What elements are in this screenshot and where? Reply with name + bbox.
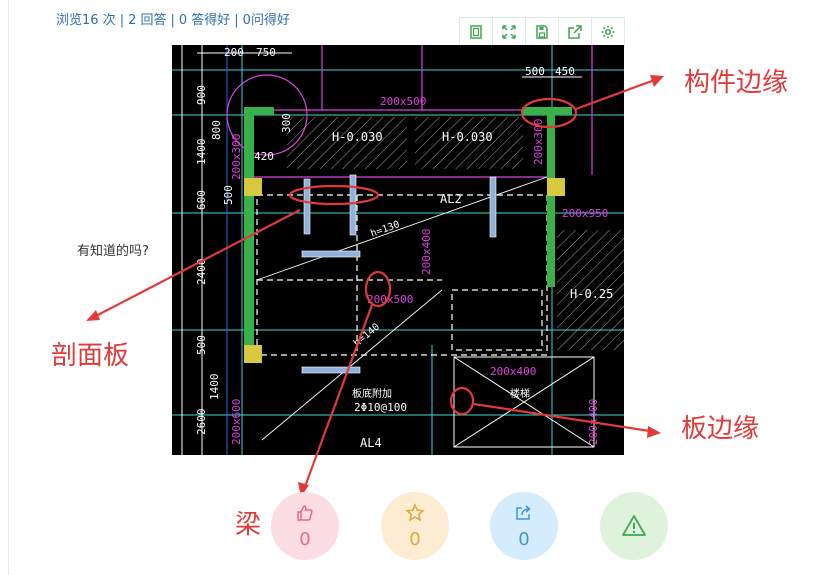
question-text: 有知道的吗? [77, 244, 149, 259]
svg-text:AL2: AL2 [440, 192, 462, 206]
views-count: 浏览16 次 [56, 13, 116, 28]
share-count: 0 [518, 528, 530, 550]
svg-text:500: 500 [222, 185, 235, 205]
good-answers-count: 0 答得好 [178, 13, 231, 28]
hatched-slab-1 [287, 117, 407, 169]
svg-text:h=130: h=130 [369, 219, 401, 240]
cad-drawing[interactable]: 200 750 500 450 200x500 H-0.030 H-0.030 … [172, 45, 624, 455]
image-settings-button[interactable] [592, 18, 624, 46]
hatched-slab-3 [557, 230, 624, 350]
save-icon [536, 25, 548, 39]
column-caps [244, 178, 565, 363]
like-button[interactable]: 0 [271, 492, 339, 560]
report-button[interactable] [600, 492, 668, 560]
annotation-beam: 梁 [235, 510, 262, 540]
original-size-button[interactable] [460, 18, 493, 46]
svg-text:200: 200 [224, 46, 244, 59]
svg-text:200x600: 200x600 [230, 399, 243, 445]
question-stats: 浏览16 次|2 回答|0 答得好|0问得好 [56, 13, 290, 28]
svg-text:2Φ10@100: 2Φ10@100 [354, 401, 407, 414]
svg-text:h=140: h=140 [352, 322, 382, 350]
share-button[interactable]: 0 [490, 492, 558, 560]
svg-text:750: 750 [256, 46, 276, 59]
thumbs-up-icon [297, 504, 313, 521]
svg-text:1400: 1400 [208, 374, 221, 401]
favorite-button[interactable]: 0 [381, 492, 449, 560]
drawing-text: 200 750 500 450 200x500 H-0.030 H-0.030 … [195, 46, 613, 450]
svg-text:200x500: 200x500 [380, 95, 426, 108]
svg-text:200x950: 200x950 [562, 207, 608, 220]
favorite-count: 0 [409, 528, 421, 550]
rebar-marks [301, 174, 497, 374]
dashed-walls [256, 194, 548, 356]
svg-text:200x500: 200x500 [367, 293, 413, 306]
svg-text:2400: 2400 [195, 259, 208, 286]
svg-text:450: 450 [555, 65, 575, 78]
share-icon [516, 504, 531, 520]
fullscreen-button[interactable] [493, 18, 526, 46]
svg-text:AL4: AL4 [360, 436, 382, 450]
original-size-icon [470, 25, 482, 39]
save-image-button[interactable] [526, 18, 559, 46]
star-icon [405, 502, 425, 522]
svg-text:楼梯: 楼梯 [510, 387, 530, 400]
svg-text:200x400: 200x400 [420, 229, 433, 275]
image-toolbar [459, 17, 625, 47]
cad-drawing-svg: 200 750 500 450 200x500 H-0.030 H-0.030 … [172, 45, 624, 455]
warning-icon [622, 515, 646, 536]
svg-text:H-0.25: H-0.25 [570, 287, 613, 301]
svg-text:600: 600 [195, 190, 208, 210]
svg-text:500: 500 [525, 65, 545, 78]
svg-text:板底附加: 板底附加 [352, 387, 392, 400]
svg-text:1400: 1400 [195, 139, 208, 166]
svg-text:300: 300 [280, 113, 293, 133]
answers-count[interactable]: 2 回答 [128, 13, 167, 28]
expand-icon [502, 25, 516, 39]
good-questions-count: 0问得好 [242, 13, 290, 28]
svg-text:200x400: 200x400 [490, 365, 536, 378]
svg-text:200x300: 200x300 [532, 119, 545, 165]
content-left-border [8, 0, 9, 575]
external-link-icon [568, 25, 582, 39]
annotation-section-slab: 剖面板 [51, 341, 130, 371]
svg-text:H-0.030: H-0.030 [442, 130, 493, 144]
svg-text:420: 420 [254, 150, 274, 163]
svg-text:200x400: 200x400 [587, 399, 600, 445]
hatched-slab-2 [415, 117, 523, 169]
svg-text:200x300: 200x300 [230, 134, 243, 180]
open-new-window-button[interactable] [559, 18, 592, 46]
svg-text:2600: 2600 [195, 409, 208, 436]
annotation-member-edge: 构件边缘 [684, 68, 789, 98]
svg-text:H-0.030: H-0.030 [332, 130, 383, 144]
annotation-slab-edge: 板边缘 [681, 414, 760, 444]
svg-text:800: 800 [210, 120, 223, 140]
gear-icon [601, 25, 615, 39]
svg-text:900: 900 [195, 85, 208, 105]
like-count: 0 [299, 528, 311, 550]
svg-text:500: 500 [195, 335, 208, 355]
